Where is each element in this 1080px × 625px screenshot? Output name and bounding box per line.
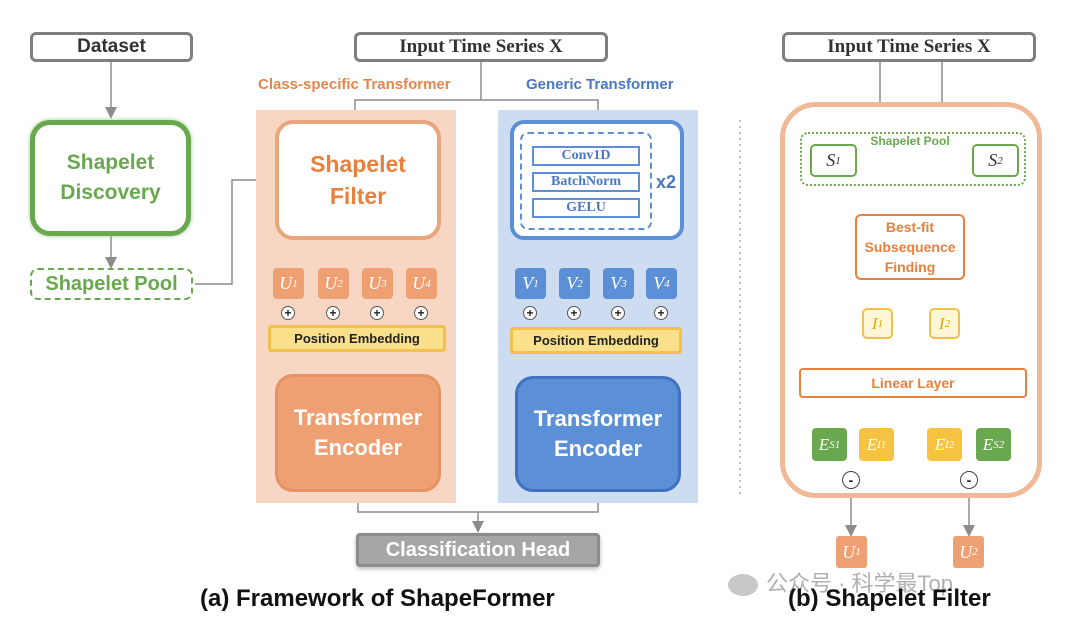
plus-icon: + [370,306,384,320]
plus-icon: + [281,306,295,320]
classification-head: Classification Head [356,533,600,567]
plus-icon: + [326,306,340,320]
generic-title: Generic Transformer [526,76,674,93]
position-embedding-orange: Position Embedding [268,325,446,352]
plus-icon: + [414,306,428,320]
plus-icon: + [611,306,625,320]
watermark: 公众号 · 科学最Top [728,566,953,598]
input-time-series-box: Input Time Series X [354,32,608,62]
caption-b: (b) Shapelet Filter [788,585,991,612]
shapelet-pool-box: Shapelet Pool [30,268,193,300]
shapelet-filter-block: Shapelet Filter [275,120,441,240]
plus-icon: + [567,306,581,320]
transformer-encoder-blue: Transformer Encoder [515,376,681,492]
gelu-layer: GELU [532,198,640,218]
encoder-label: Transformer Encoder [293,405,423,460]
minus-icon: - [960,471,978,489]
best-fit-subsequence-box: Best-fit Subsequence Finding [855,214,965,280]
shapelet-pool-label-right: Shapelet Pool [870,134,950,148]
wechat-icon [728,574,758,597]
conv-block: Conv1D BatchNorm GELU x2 [510,120,684,240]
batchnorm-layer: BatchNorm [532,172,640,192]
shapelet-discovery-label: Shapelet Discovery [60,151,161,204]
minus-icon: - [842,471,860,489]
repeat-label: x2 [656,172,677,192]
plus-icon: + [654,306,668,320]
shapelet-discovery-box: Shapelet Discovery [30,120,191,236]
linear-layer-box: Linear Layer [799,368,1027,398]
transformer-encoder-orange: Transformer Encoder [275,374,441,492]
shapelet-filter-label: Shapelet Filter [310,151,406,209]
encoder-label: Transformer Encoder [533,406,663,461]
caption-a: (a) Framework of ShapeFormer [200,585,555,612]
conv-stack [520,132,652,230]
dataset-box: Dataset [30,32,193,62]
shapelet-pool-box-right [800,132,1026,186]
class-specific-title: Class-specific Transformer [258,76,451,93]
plus-icon: + [523,306,537,320]
input-time-series-box-right: Input Time Series X [782,32,1036,62]
position-embedding-blue: Position Embedding [510,327,682,354]
conv1d-layer: Conv1D [532,146,640,166]
